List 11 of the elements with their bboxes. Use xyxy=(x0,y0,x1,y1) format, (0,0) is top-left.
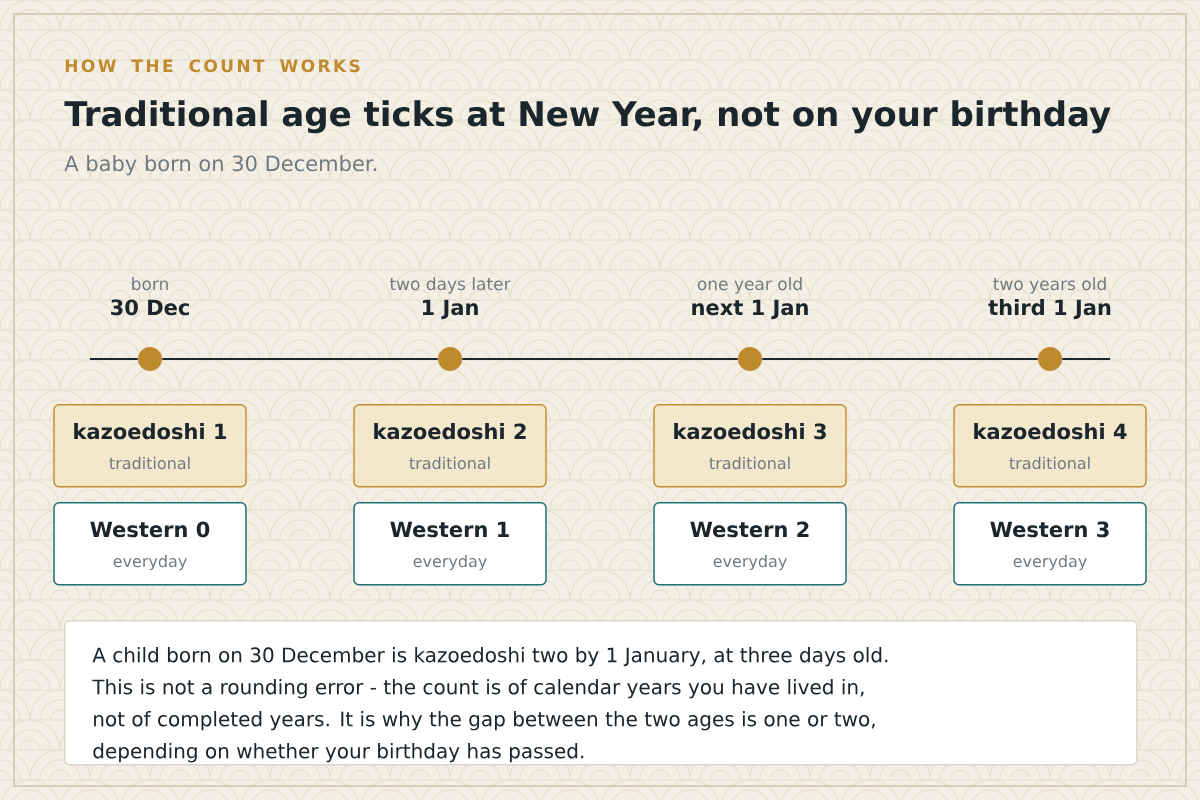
milestone-note: one year old xyxy=(697,277,802,294)
milestone-note: two years old xyxy=(993,277,1106,294)
kicker: HOW THE COUNT WORKS xyxy=(65,59,360,73)
milestone-note: two days later xyxy=(389,277,511,294)
milestone-note: born xyxy=(132,277,168,291)
milestone-date: third 1 Jan xyxy=(988,299,1111,320)
milestone-date: 30 Dec xyxy=(111,299,189,316)
milestone-date: 1 Jan xyxy=(422,299,478,320)
milestone-date: next 1 Jan xyxy=(692,299,808,320)
title: Traditional age ticks at New Year, not on your birthday xyxy=(64,100,1111,134)
subtitle: A baby born on 30 December. xyxy=(64,155,376,176)
